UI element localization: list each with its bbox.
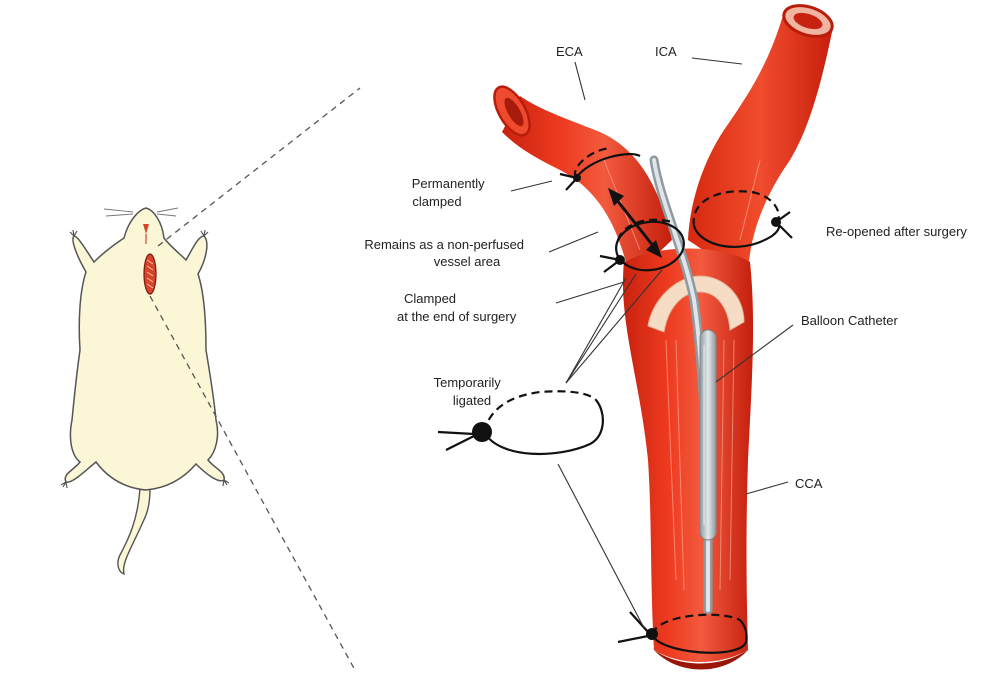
temporary-ligation-loop <box>484 400 603 454</box>
rat-illustration <box>61 88 360 672</box>
vessel-assembly <box>487 0 836 670</box>
label-temporarily-ligated: Temporarily ligated <box>434 375 505 408</box>
label-clamped-end-surgery: Clamped at the end of surgery <box>397 291 517 324</box>
label-non-perfused: Remains as a non-perfused vessel area <box>364 237 527 269</box>
label-reopened-after-surgery: Re-opened after surgery <box>826 224 967 239</box>
label-balloon-catheter: Balloon Catheter <box>801 313 899 328</box>
rat-body <box>65 208 224 490</box>
zoom-line-top <box>158 88 360 246</box>
label-permanently-clamped: Permanently clamped <box>412 176 489 209</box>
ica-vessel <box>688 12 832 280</box>
label-eca: ECA <box>556 44 583 59</box>
label-cca: CCA <box>795 476 823 491</box>
label-ica: ICA <box>655 44 677 59</box>
rat-tail <box>118 488 150 574</box>
catheter-balloon <box>700 330 716 540</box>
